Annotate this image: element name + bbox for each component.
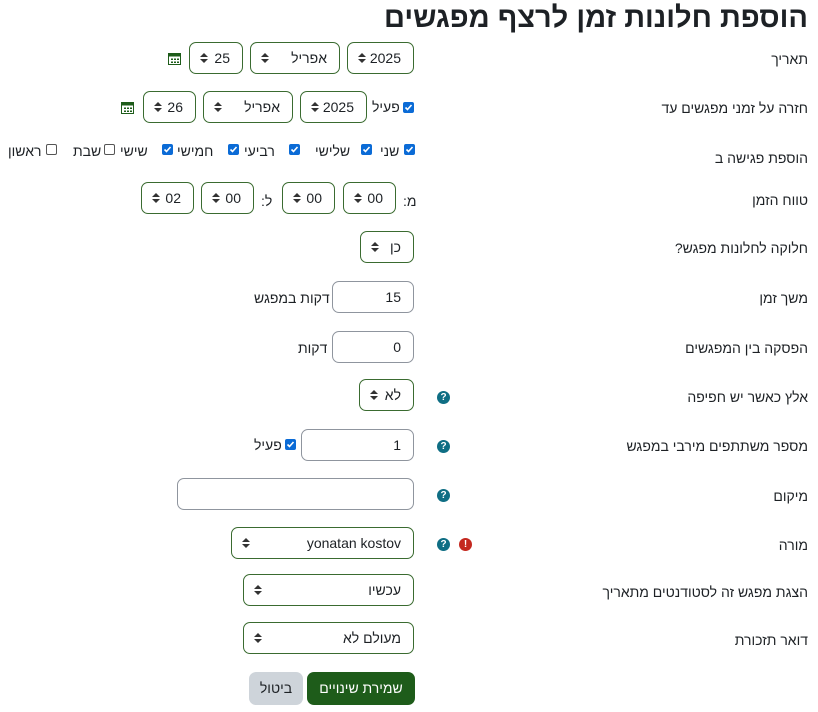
error-icon: !	[459, 538, 472, 551]
location-label: מיקום	[773, 488, 808, 504]
day-checkbox-wed[interactable]	[289, 144, 300, 155]
repeat-year-value: 2025	[322, 99, 354, 115]
day-checkbox-sat[interactable]	[104, 144, 115, 155]
select-arrow-icon	[293, 193, 301, 203]
display-from-value: עכשיו	[368, 582, 401, 598]
duration-value: 15	[385, 289, 401, 305]
select-arrow-icon	[254, 633, 262, 643]
select-arrow-icon	[311, 102, 319, 112]
help-icon[interactable]: ?	[437, 440, 450, 453]
time-to-label: ל:	[261, 193, 273, 209]
day-label-thu: חמישי	[177, 143, 214, 159]
repeat-month-value: אפריל	[244, 99, 280, 115]
repeat-month-select[interactable]: אפריל	[203, 91, 293, 123]
time-to-minute-select[interactable]: 02	[141, 182, 194, 214]
select-arrow-icon	[358, 53, 366, 63]
max-participants-label: מספר משתתפים מירבי במפגש	[626, 438, 808, 454]
split-select[interactable]: כן	[360, 231, 414, 263]
duration-suffix: דקות במפגש	[254, 290, 330, 306]
select-arrow-icon	[214, 102, 222, 112]
time-range-label: טווח הזמן	[752, 192, 808, 208]
teacher-label: מורה	[778, 537, 808, 553]
max-participants-value: 1	[393, 437, 401, 453]
day-label-tue: שלישי	[315, 143, 351, 159]
add-session-label: הוספת פגישה ב	[714, 150, 808, 166]
page-title: הוספת חלונות זמן לרצף מפגשים	[384, 2, 808, 34]
max-participants-enable-checkbox[interactable]	[285, 439, 296, 450]
force-value: לא	[384, 387, 401, 403]
time-from-label: מ:	[403, 193, 417, 209]
day-checkbox-sun[interactable]	[46, 144, 57, 155]
save-button[interactable]: שמירת שינויים	[307, 672, 415, 705]
select-arrow-icon	[254, 585, 262, 595]
teacher-value: yonatan kostov	[306, 535, 401, 551]
time-from-minute-select[interactable]: 00	[282, 182, 335, 214]
day-label-wed: רביעי	[244, 143, 275, 159]
date-year-select[interactable]: 2025	[347, 42, 414, 74]
duration-label: משך זמן	[759, 290, 808, 306]
day-checkbox-fri[interactable]	[162, 144, 173, 155]
date-day-value: 25	[214, 50, 230, 66]
date-month-value: אפריל	[291, 50, 327, 66]
select-arrow-icon	[261, 53, 269, 63]
max-participants-input[interactable]: 1	[301, 429, 414, 461]
display-from-select[interactable]: עכשיו	[243, 574, 414, 606]
reminder-label: דואר תזכורת	[734, 632, 808, 648]
time-to-hour-value: 00	[225, 190, 241, 206]
calendar-icon[interactable]	[168, 52, 181, 65]
date-label: תאריך	[771, 51, 808, 67]
repeat-day-select[interactable]: 26	[143, 91, 196, 123]
max-participants-enable-label: פעיל	[254, 437, 282, 453]
reminder-value: מעולם לא	[343, 630, 401, 646]
day-label-fri: שישי	[120, 143, 148, 159]
repeat-day-value: 26	[167, 99, 183, 115]
force-select[interactable]: לא	[359, 379, 414, 411]
date-month-select[interactable]: אפריל	[250, 42, 340, 74]
select-arrow-icon	[370, 390, 378, 400]
break-label: הפסקה בין המפגשים	[685, 340, 808, 356]
day-checkbox-mon[interactable]	[404, 144, 415, 155]
day-label-sat: שבת	[73, 143, 102, 159]
select-arrow-icon	[200, 53, 208, 63]
select-arrow-icon	[152, 193, 160, 203]
select-arrow-icon	[354, 193, 362, 203]
force-label: אלץ כאשר יש חפיפה	[687, 389, 808, 405]
day-label-sun: ראשון	[8, 143, 42, 159]
day-label-mon: שני	[380, 143, 400, 159]
day-checkbox-tue[interactable]	[361, 144, 372, 155]
time-from-hour-select[interactable]: 00	[343, 182, 396, 214]
time-to-minute-value: 02	[165, 190, 181, 206]
date-day-select[interactable]: 25	[189, 42, 243, 74]
repeat-until-enable-label: פעיל	[372, 99, 400, 115]
teacher-select[interactable]: yonatan kostov	[231, 527, 414, 559]
time-to-hour-select[interactable]: 00	[201, 182, 254, 214]
break-suffix: דקות	[298, 340, 328, 356]
time-from-hour-value: 00	[367, 190, 383, 206]
duration-input[interactable]: 15	[332, 281, 414, 313]
break-input[interactable]: 0	[332, 331, 414, 363]
reminder-select[interactable]: מעולם לא	[243, 622, 414, 654]
repeat-until-label: חזרה על זמני מפגשים עד	[661, 100, 808, 116]
repeat-until-enable-checkbox[interactable]	[403, 102, 414, 113]
select-arrow-icon	[371, 242, 379, 252]
repeat-year-select[interactable]: 2025	[300, 91, 367, 123]
cancel-button[interactable]: ביטול	[249, 672, 303, 705]
select-arrow-icon	[212, 193, 220, 203]
date-year-value: 2025	[369, 50, 401, 66]
break-value: 0	[393, 339, 401, 355]
display-from-label: הצגת מפגש זה לסטודנטים מתאריך	[602, 584, 808, 600]
day-checkbox-thu[interactable]	[228, 144, 239, 155]
help-icon[interactable]: ?	[437, 489, 450, 502]
calendar-icon[interactable]	[121, 101, 134, 114]
help-icon[interactable]: ?	[437, 391, 450, 404]
split-value: כן	[390, 239, 401, 255]
help-icon[interactable]: ?	[437, 538, 450, 551]
select-arrow-icon	[242, 538, 250, 548]
select-arrow-icon	[154, 102, 162, 112]
time-from-minute-value: 00	[306, 190, 322, 206]
location-input[interactable]	[177, 478, 414, 510]
split-label: חלוקה לחלונות מפגש?	[674, 240, 808, 256]
